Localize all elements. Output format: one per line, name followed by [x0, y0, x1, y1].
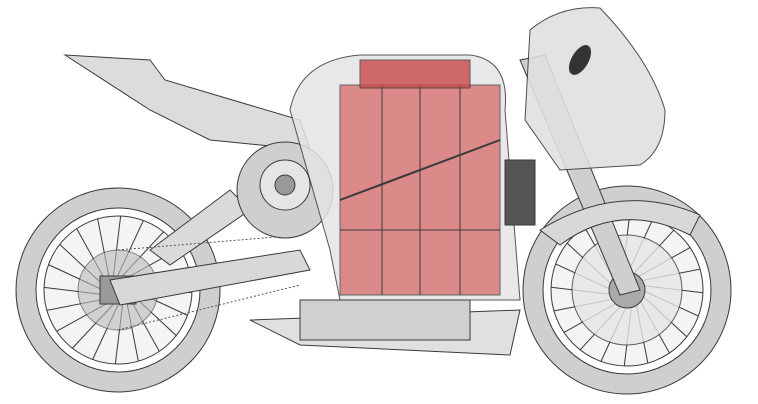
- front-fairing: [524, 7, 666, 171]
- front-fender: [539, 200, 701, 246]
- tail-section: [63, 54, 311, 151]
- swingarm: [109, 249, 311, 306]
- battery-pack: [339, 59, 501, 296]
